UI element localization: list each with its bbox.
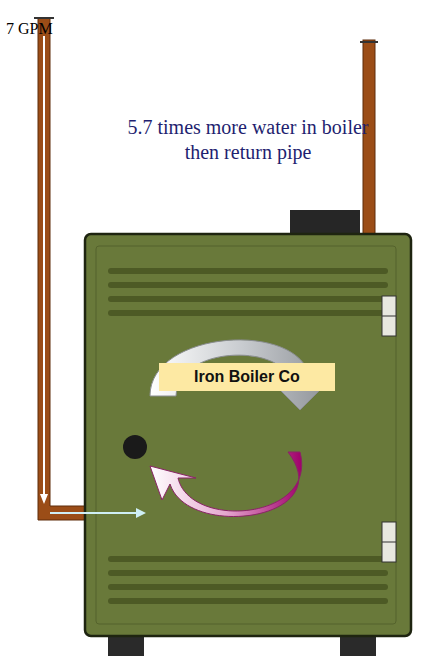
name-plate: Iron Boiler Co bbox=[159, 363, 335, 391]
boiler-cabinet bbox=[85, 234, 411, 636]
vent-slot bbox=[108, 598, 388, 604]
note-label: 5.7 times more water in boiler then retu… bbox=[118, 115, 378, 165]
return-pipe bbox=[38, 18, 90, 520]
vent-slot bbox=[108, 296, 388, 302]
circulation-arrow bbox=[150, 452, 302, 517]
pipe-end bbox=[360, 41, 378, 43]
vent-slot bbox=[108, 570, 388, 576]
supply-pipe bbox=[363, 40, 375, 240]
hinge bbox=[382, 296, 396, 336]
flow-arrowhead bbox=[40, 494, 48, 504]
door-knob bbox=[123, 435, 147, 459]
vent-slot bbox=[108, 268, 388, 274]
flue-box bbox=[290, 210, 360, 236]
vents bbox=[108, 268, 388, 604]
brand-text: Iron Boiler Co bbox=[194, 368, 300, 386]
flow-line bbox=[43, 36, 45, 498]
inlet-flow-line bbox=[50, 512, 138, 514]
flow-rate-label: 7 GPM bbox=[6, 20, 53, 38]
vent-slot bbox=[108, 556, 388, 562]
pipe-end bbox=[34, 17, 54, 19]
vent-slot bbox=[108, 310, 388, 316]
vent-slot bbox=[108, 282, 388, 288]
door-panel bbox=[96, 246, 396, 624]
flow-arrowhead bbox=[136, 508, 146, 518]
hinge bbox=[382, 522, 396, 562]
vent-slot bbox=[108, 584, 388, 590]
